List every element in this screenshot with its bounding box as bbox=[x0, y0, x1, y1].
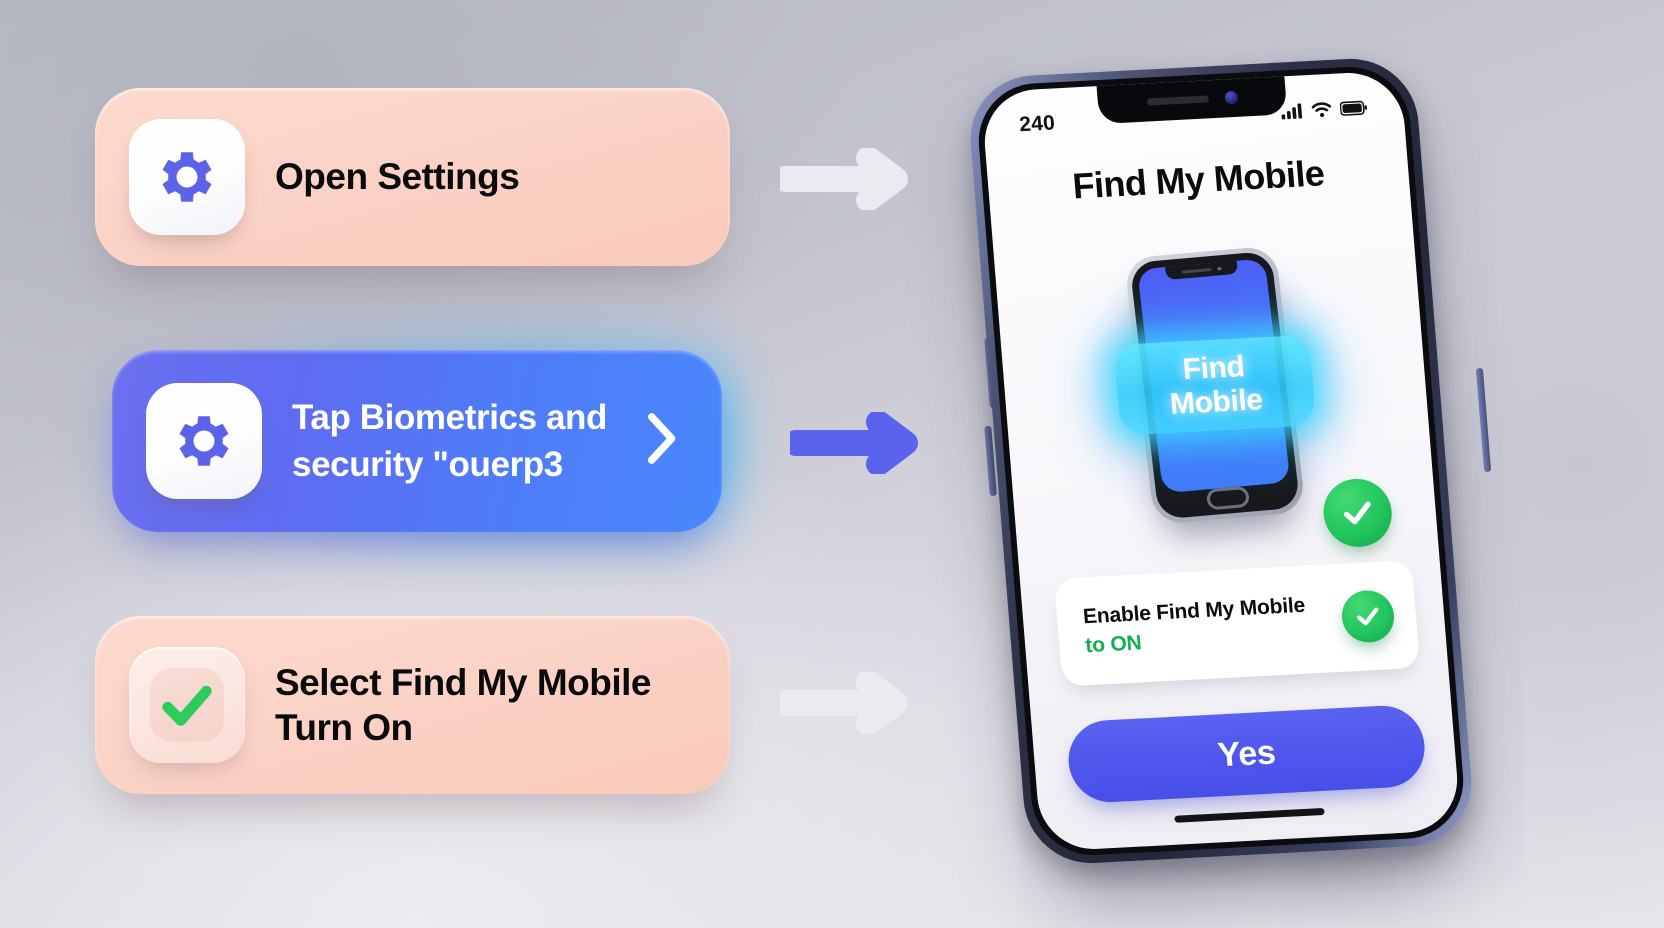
gear-icon bbox=[162, 152, 212, 202]
enable-find-my-mobile-card[interactable]: Enable Find My Mobile to ON bbox=[1053, 560, 1421, 687]
flow-arrow-1 bbox=[773, 146, 910, 215]
step-card-tap-biometrics[interactable]: Tap Biometrics and security "ouerp3 bbox=[112, 350, 722, 532]
illustration-status-badge bbox=[1320, 477, 1395, 549]
info-status-value: ON bbox=[1109, 630, 1143, 656]
flow-arrow-3 bbox=[773, 670, 910, 739]
phone-frame: 240 bbox=[965, 55, 1477, 867]
phone-mockup: 240 bbox=[965, 38, 1495, 878]
mini-camera-icon bbox=[1217, 266, 1222, 271]
status-clock: 240 bbox=[1018, 111, 1056, 137]
find-mobile-badge: Find Mobile bbox=[1113, 334, 1317, 436]
home-button-icon bbox=[1205, 485, 1251, 511]
info-status-prefix: to bbox=[1084, 632, 1112, 657]
step-card-text: Select Find My Mobile Turn On bbox=[275, 661, 652, 749]
step-card-text: Tap Biometrics and security "ouerp3 bbox=[292, 398, 607, 484]
flow-arrow-2 bbox=[783, 410, 920, 479]
icon-inner-pad bbox=[150, 668, 224, 742]
status-icons bbox=[1280, 99, 1367, 120]
info-card-text: Enable Find My Mobile to ON bbox=[1082, 593, 1308, 657]
info-card-check-badge bbox=[1339, 589, 1397, 644]
step-card-tap-biometrics-wrapper: Tap Biometrics and security "ouerp3 bbox=[102, 324, 736, 558]
find-mobile-illustration: Find Mobile bbox=[993, 220, 1437, 551]
home-indicator bbox=[1174, 807, 1325, 823]
wifi-icon bbox=[1311, 101, 1332, 117]
page-title: Find My Mobile bbox=[1071, 152, 1326, 207]
gear-icon bbox=[179, 416, 229, 466]
step-title: Tap Biometrics and bbox=[292, 397, 607, 437]
check-icon-tile bbox=[129, 647, 245, 763]
gear-icon-tile bbox=[129, 119, 245, 235]
yes-button[interactable]: Yes bbox=[1065, 703, 1428, 805]
check-icon bbox=[1343, 501, 1371, 525]
chevron-right-icon[interactable] bbox=[640, 412, 680, 471]
step-title: Select Find My Mobile bbox=[275, 661, 652, 703]
status-bar: 240 bbox=[982, 90, 1404, 142]
step-subtitle: security "ouerp3 bbox=[292, 445, 563, 484]
mini-earpiece bbox=[1181, 267, 1213, 274]
signal-icon bbox=[1281, 103, 1303, 119]
check-icon bbox=[162, 685, 212, 726]
steps-column: Open Settings Tap Biometrics and securit… bbox=[0, 0, 760, 928]
phone-screen: 240 bbox=[980, 70, 1462, 852]
phone-bezel: 240 bbox=[974, 63, 1468, 859]
gear-icon-tile bbox=[146, 383, 262, 499]
step-card-open-settings[interactable]: Open Settings bbox=[95, 88, 730, 266]
step-card-text: Open Settings bbox=[275, 156, 520, 198]
step-card-select-find-my-mobile[interactable]: Select Find My Mobile Turn On bbox=[95, 616, 730, 794]
check-icon bbox=[1357, 607, 1379, 626]
battery-icon bbox=[1339, 100, 1367, 116]
step-title: Open Settings bbox=[275, 156, 520, 198]
info-card-status: to ON bbox=[1084, 622, 1308, 658]
power-button[interactable] bbox=[1475, 367, 1492, 473]
step-subtitle: Turn On bbox=[275, 707, 413, 748]
